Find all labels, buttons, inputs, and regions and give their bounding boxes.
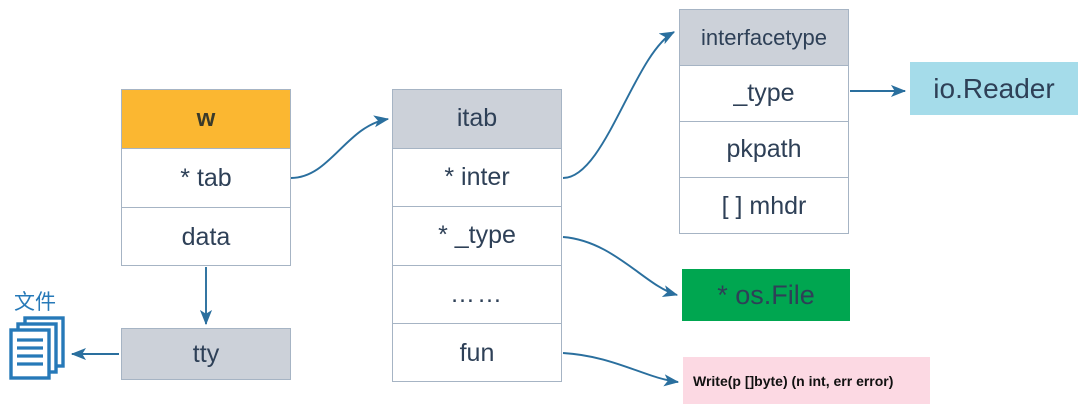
struct-table-w: w * tab data	[121, 89, 291, 266]
table-itab-row-fun: fun	[459, 339, 495, 368]
struct-table-itab: itab * inter * _type …… fun	[392, 89, 562, 382]
table-itab-row-ellipsis: ……	[393, 266, 561, 325]
documents-stack-icon	[9, 316, 65, 380]
arrow-tab-to-itab	[290, 115, 390, 179]
files-label: 文件	[14, 290, 56, 314]
table-w-row-tab: * tab	[122, 149, 290, 208]
arrow-fun-to-write	[562, 352, 680, 387]
box-os-file: * os.File	[682, 269, 850, 321]
table-interfacetype-row-type: _type	[680, 66, 848, 122]
arrow-inter-to-interfacetype	[562, 31, 675, 179]
struct-table-interfacetype: interfacetype _type pkpath [ ] mhdr	[679, 9, 849, 234]
box-tty: tty	[121, 328, 291, 380]
table-itab-row-type: * _type	[393, 207, 561, 266]
table-interfacetype-row-pkpath: pkpath	[680, 122, 848, 178]
box-io-reader: io.Reader	[910, 62, 1078, 115]
table-w-header: w	[122, 90, 290, 149]
table-itab-row-inter: * inter	[393, 149, 561, 208]
table-interfacetype-header: interfacetype	[680, 10, 848, 66]
table-w-row-data: data	[181, 223, 231, 251]
box-write-signature: Write(p []byte) (n int, err error)	[683, 357, 930, 404]
table-itab-header: itab	[393, 90, 561, 149]
arrow-itabtype-to-osfile	[562, 236, 679, 298]
table-interfacetype-row-mhdr: [ ] mhdr	[721, 191, 807, 220]
